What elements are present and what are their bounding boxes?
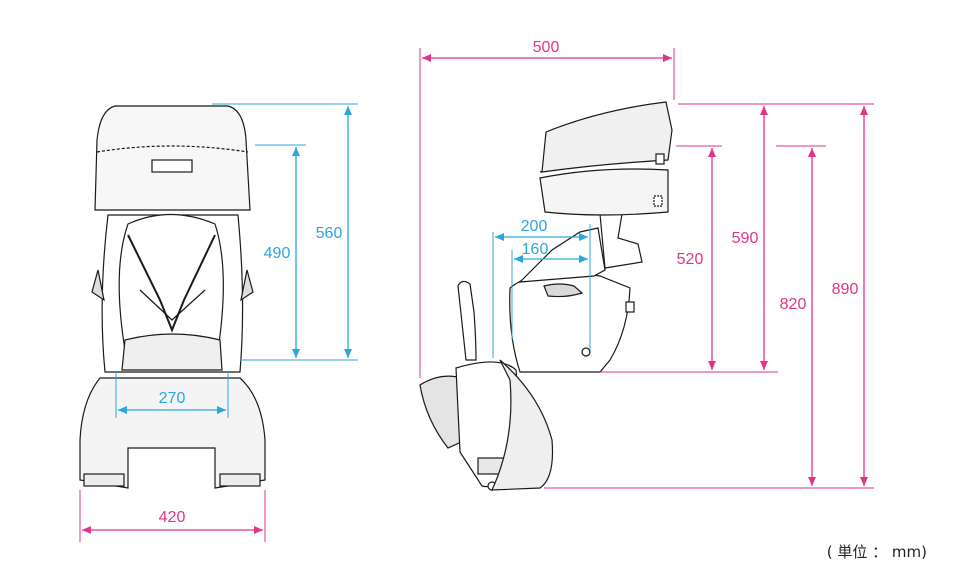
front-headrest: [94, 105, 251, 211]
front-harness: [127, 234, 216, 333]
side-view-seat: [419, 101, 673, 491]
front-seat-cushion: [121, 333, 223, 371]
side-post: [457, 280, 477, 361]
side-base: [491, 359, 554, 491]
front-back-pad: [118, 213, 224, 351]
dim-label-560: 560: [316, 225, 343, 242]
dim-label-890: 890: [832, 281, 859, 298]
unit-note: ( 単位 ： mm): [826, 543, 927, 561]
dim-label-520: 520: [677, 251, 704, 268]
dim-label-160: 160: [522, 241, 549, 258]
front-base: [79, 377, 266, 489]
side-headrest-upper: [541, 101, 673, 173]
front-view-seat: [79, 105, 266, 489]
front-wing-right: [240, 269, 254, 302]
side-dimensions: 500 200 160 520 590 820 890: [419, 39, 874, 489]
front-wing-left: [91, 269, 105, 302]
dim-label-490: 490: [264, 245, 291, 262]
dim-label-420: 420: [159, 509, 186, 526]
front-footrest-right: [219, 473, 261, 487]
dim-label-820: 820: [780, 296, 807, 313]
dim-label-270: 270: [159, 390, 186, 407]
dim-label-200: 200: [521, 218, 548, 235]
side-headrest-lower: [539, 168, 669, 216]
front-dimensions: 420 270 490 560: [79, 103, 358, 542]
dim-label-500: 500: [533, 39, 560, 56]
dim-label-590: 590: [732, 230, 759, 247]
front-footrest-left: [83, 473, 125, 487]
